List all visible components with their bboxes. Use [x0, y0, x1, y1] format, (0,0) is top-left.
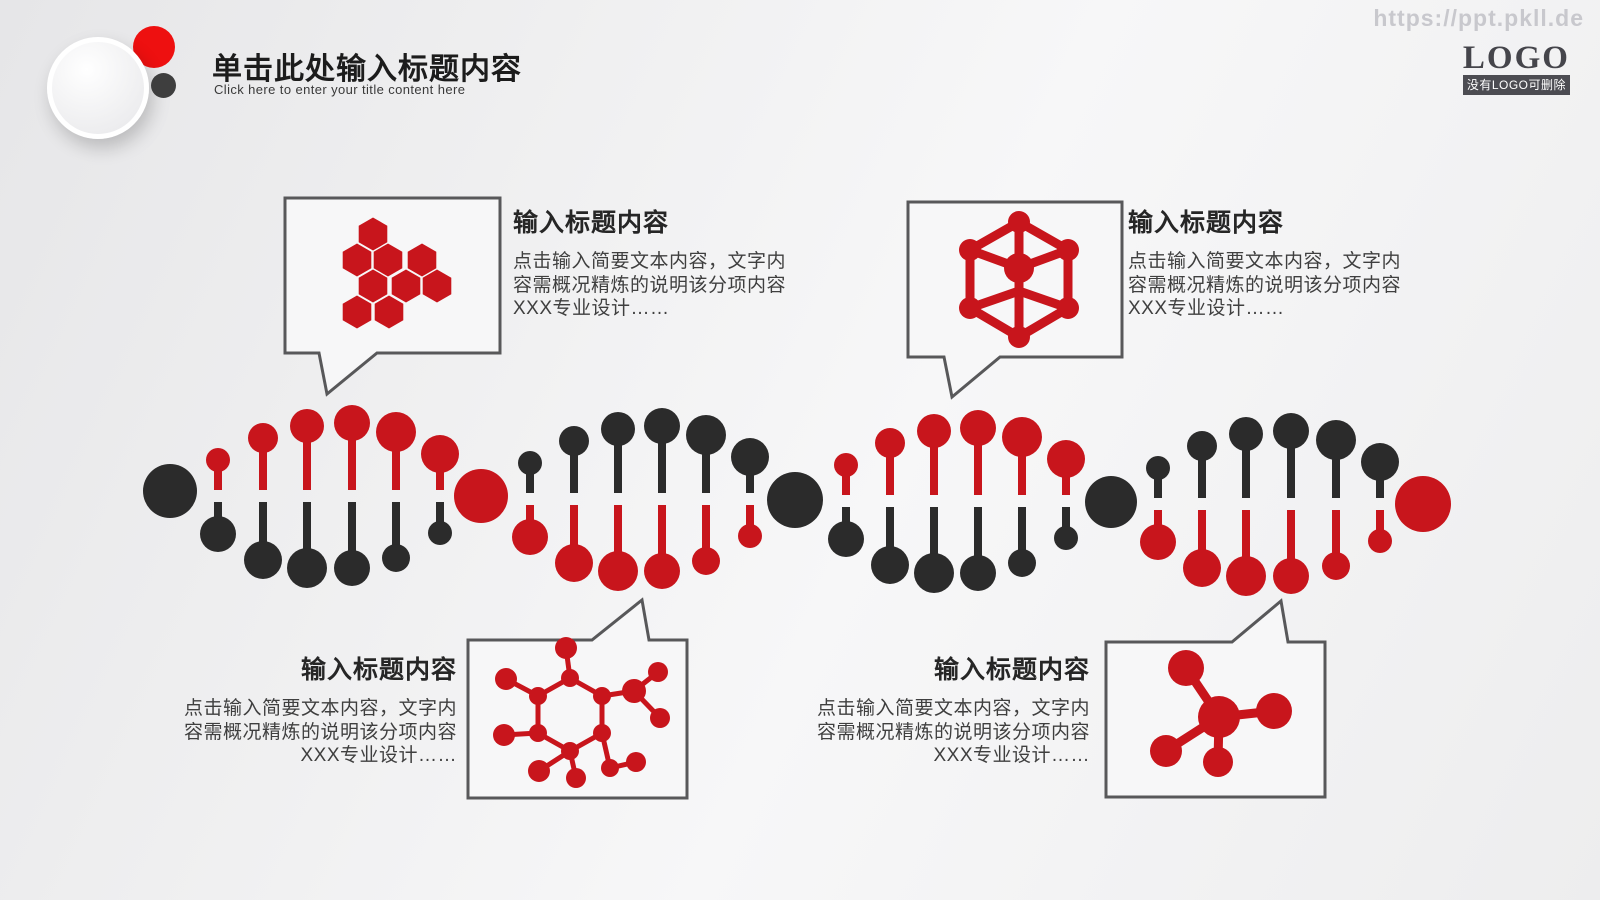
logo-block: LOGO 没有LOGO可删除	[1462, 40, 1570, 95]
item-bottom-right-text: 输入标题内容 点击输入简要文本内容，文字内 容需概况精炼的说明该分项内容 XXX…	[788, 650, 1090, 768]
cube-lattice-icon	[959, 211, 1079, 348]
item-body-line[interactable]: 容需概况精炼的说明该分项内容	[513, 274, 787, 296]
callout-box-top-left[interactable]	[283, 196, 502, 397]
molecule-ring-icon	[493, 637, 670, 788]
item-body-line[interactable]: XXX专业设计……	[933, 745, 1090, 766]
item-body-line[interactable]: 点击输入简要文本内容，文字内	[816, 698, 1090, 719]
atom-bonds-icon	[1150, 650, 1292, 777]
callout-box-bottom-left[interactable]	[466, 597, 689, 800]
logo-text: LOGO	[1462, 40, 1570, 76]
page-subtitle: Click here to enter your title content h…	[214, 82, 466, 97]
page-title[interactable]: 单击此处输入标题内容	[212, 53, 522, 86]
item-bottom-left-text: 输入标题内容 点击输入简要文本内容，文字内 容需概况精炼的说明该分项内容 XXX…	[155, 650, 457, 768]
item-body-line[interactable]: 点击输入简要文本内容，文字内	[1128, 251, 1402, 272]
item-body-line[interactable]: 点击输入简要文本内容，文字内	[183, 698, 457, 719]
item-body-line[interactable]: 容需概况精炼的说明该分项内容	[816, 721, 1090, 743]
item-body-line[interactable]: 点击输入简要文本内容，文字内	[513, 251, 787, 272]
item-title[interactable]: 输入标题内容	[300, 656, 457, 684]
item-body-line[interactable]: XXX专业设计……	[1128, 298, 1285, 319]
dna-helix	[143, 405, 1451, 596]
item-body-line[interactable]: 容需概况精炼的说明该分项内容	[1128, 274, 1402, 296]
item-body-line[interactable]: XXX专业设计……	[300, 745, 457, 766]
watermark-url: https://ppt.pkll.de	[1373, 5, 1584, 31]
item-top-left-text: 输入标题内容 点击输入简要文本内容，文字内 容需概况精炼的说明该分项内容 XXX…	[513, 203, 815, 321]
item-title[interactable]: 输入标题内容	[513, 209, 670, 237]
item-title[interactable]: 输入标题内容	[1128, 209, 1285, 237]
item-body-line[interactable]: 容需概况精炼的说明该分项内容	[183, 721, 457, 743]
item-title[interactable]: 输入标题内容	[933, 656, 1090, 684]
logo-note: 没有LOGO可删除	[1462, 75, 1570, 95]
item-top-right-text: 输入标题内容 点击输入简要文本内容，文字内 容需概况精炼的说明该分项内容 XXX…	[1128, 203, 1430, 321]
item-body-line[interactable]: XXX专业设计……	[513, 298, 670, 319]
deco-dark-circle	[151, 73, 176, 98]
deco-white-circle	[47, 37, 149, 139]
